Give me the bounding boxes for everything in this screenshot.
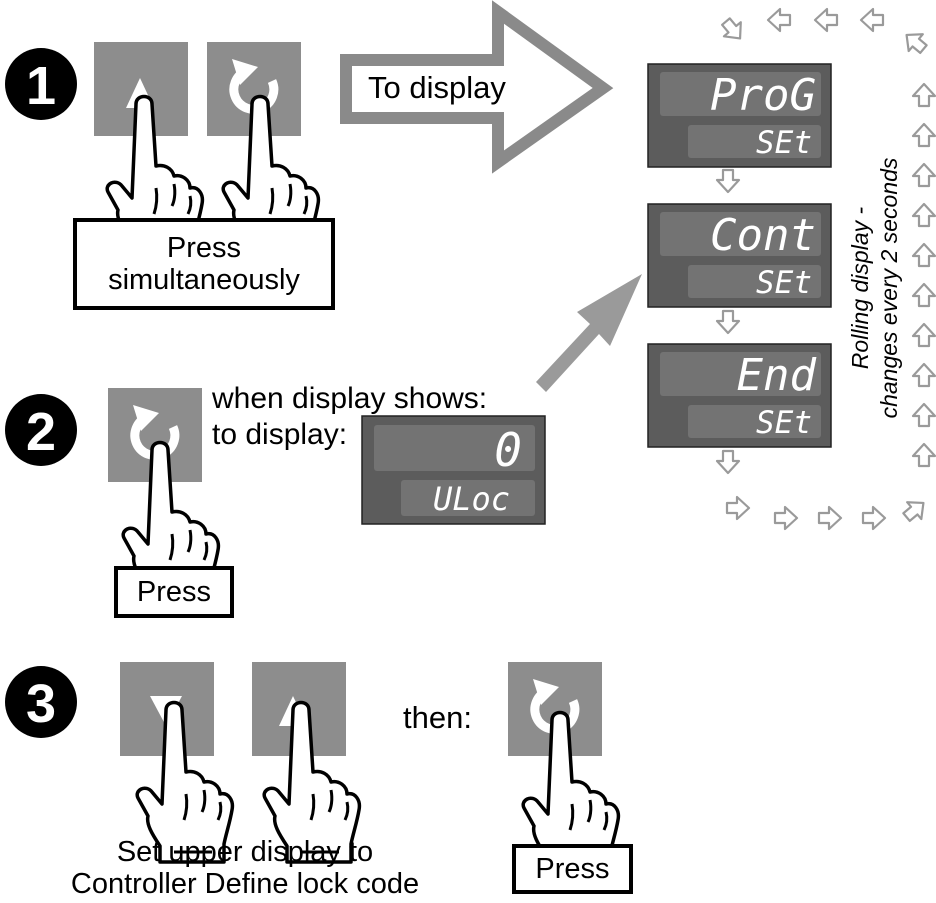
status-display-uloc: 0 ULoc — [361, 415, 546, 525]
press-text: Press — [535, 853, 610, 885]
step3-instruction-line-1: Set upper display to — [116, 836, 374, 868]
rolling-display-end: End SEt — [647, 343, 832, 448]
step-2-badge: 2 — [5, 394, 77, 466]
diagonal-arrow — [536, 274, 642, 392]
to-display-label: To display — [368, 70, 506, 105]
display-upper-text: Cont — [710, 210, 816, 261]
display-lower-text: ULoc — [433, 480, 510, 518]
step-1-badge: 1 — [5, 48, 77, 120]
display-lower-text: SEt — [756, 125, 812, 161]
rolling-display-note: Rolling display - changes every 2 second… — [846, 98, 908, 478]
condition-line-2: to display: — [212, 418, 348, 451]
step-2-number: 2 — [26, 402, 56, 462]
instruction-text: Press simultaneously — [108, 232, 300, 296]
display-upper-text: ProG — [710, 70, 816, 121]
press-box-step3: Press — [512, 844, 633, 894]
big-outline-arrow — [340, 0, 614, 174]
display-lower-text: SEt — [756, 265, 812, 301]
rolling-display-prog: ProG SEt — [647, 63, 832, 168]
rolling-note-line-2: changes every 2 seconds — [876, 157, 902, 419]
step3-instruction-line-2: Controller Define lock code — [70, 868, 420, 900]
rolling-note-line-1: Rolling display - — [847, 206, 873, 370]
display-lower-text: SEt — [756, 405, 812, 441]
display-upper-text: End — [737, 350, 817, 401]
press-box-step2: Press — [114, 566, 234, 618]
step-3-badge: 3 — [5, 666, 77, 738]
step-3-number: 3 — [26, 674, 56, 734]
condition-line-1: when display shows: — [212, 382, 488, 415]
step-1-number: 1 — [26, 56, 56, 116]
rolling-display-cont: Cont SEt — [647, 203, 832, 308]
display-upper-text: 0 — [494, 423, 522, 477]
then-label: then: — [403, 700, 472, 735]
press-text: Press — [136, 576, 212, 608]
instruction-box-step1: Press simultaneously — [73, 218, 335, 310]
